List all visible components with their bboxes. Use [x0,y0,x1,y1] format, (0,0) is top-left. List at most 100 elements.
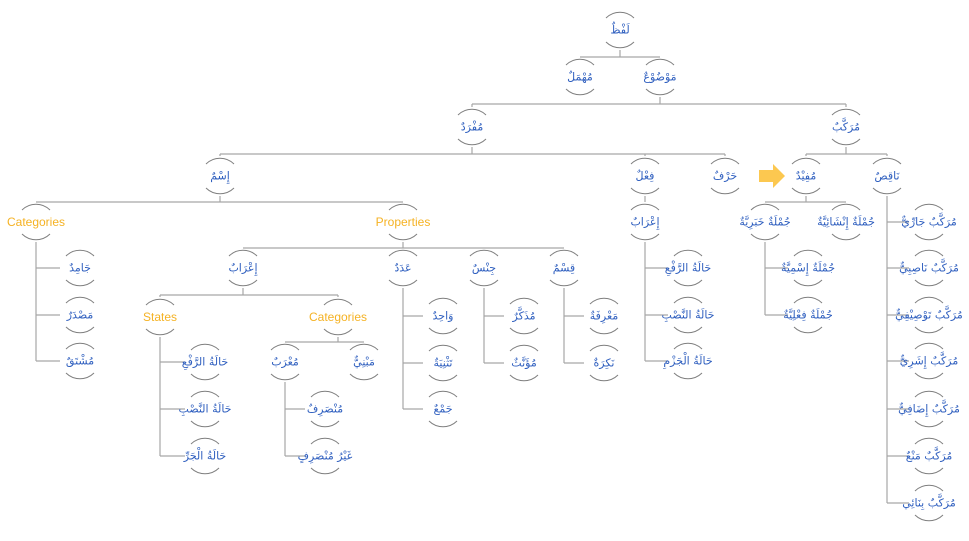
node-arc-icon [310,390,340,428]
tree-node-fil-jazm: حَالَةُ الْجَزْمِ [663,341,713,381]
node-arc-icon [872,157,902,195]
node-label: عَدَدٌ [394,261,412,275]
node-arc-icon [270,343,300,381]
tree-node-fil: فِعْلٌ [625,156,665,196]
node-label: حَالَةُ الْجَزْمِ [663,354,713,368]
tree-node-harf: حَرْفٌ [705,156,745,196]
node-label: مُنْصَرِفٌ [306,402,344,416]
node-label: مُفِيْدٌ [795,169,817,183]
node-arc-icon [645,58,675,96]
node-arc-icon [914,203,944,241]
tree-node-tathniya: تَثْنِيَةٌ [423,343,463,383]
tree-node-states: States [140,297,180,337]
node-arc-icon [630,157,660,195]
node-label: مُشْتَقٌ [65,354,95,368]
node-label: Categories [6,215,66,229]
node-arc-icon [145,298,175,336]
node-label: حَالَةُ النَّصْبِ [178,402,232,416]
node-arc-icon [673,296,703,334]
node-label: مُرَكَّبٌ إِشَرِيٌّ [899,354,959,368]
tree-node-filiyya: جُمْلَةٌ فِعْلِيَّةٌ [783,295,833,335]
tree-node-marifa: مَعْرِفَةٌ [584,296,624,336]
tree-node-masdar: مَصْدَرٌ [60,295,100,335]
node-arc-icon [914,437,944,475]
tree-node-mudhakkar: مُذَكَّرٌ [504,296,544,336]
node-arc-icon [831,108,861,146]
node-arc-icon [469,249,499,287]
tree-node-binai: مُرَكَّبٌ بِنَائِي [902,483,956,523]
tree-node-mawdu: مَوْضُوْعٌ [640,57,680,97]
node-label: حَالَةُ النَّصْبِ [661,308,715,322]
tree-node-fil-nasb: حَالَةُ النَّصْبِ [662,295,714,335]
node-label: حَالَةُ الرَّفْعِ [181,355,229,369]
tree-node-muannath: مُؤَنَّثٌ [504,343,544,383]
node-arc-icon [589,297,619,335]
node-label: Categories [308,310,368,324]
node-arc-icon [710,157,740,195]
node-arc-icon [228,249,258,287]
node-label: لَفْظٌ [610,23,630,37]
node-arc-icon [565,58,595,96]
tree-node-jam: جَمْعٌ [423,389,463,429]
node-label: مَصْدَرٌ [66,308,94,322]
node-label: جُمْلَةٌ فِعْلِيَّةٌ [783,308,833,322]
node-label: مَعْرِفَةٌ [589,309,619,323]
node-label: غَيْرُ مُنْصَرِفٍ [297,449,353,463]
node-label: جُمْلَةٌ إِسْمِيَّةٌ [780,261,836,275]
node-label: تَثْنِيَةٌ [433,356,453,370]
node-arc-icon [630,203,660,241]
highlight-arrow-icon [759,164,785,188]
node-arc-icon [914,342,944,380]
tree-node-khabariyya: جُمْلَةٌ خَبَرِيَّةٌ [739,202,791,242]
node-arc-icon [457,108,487,146]
node-arc-icon [673,249,703,287]
node-label: نَاقِصٌ [874,169,900,183]
node-arc-icon [388,203,418,241]
tree-node-jari: مُرَكَّبٌ جَارِّيٌّ [901,202,957,242]
node-arc-icon [914,296,944,334]
tree-node-munsarif: مُنْصَرِفٌ [305,389,345,429]
tree-node-wahid: وَاحِدٌ [423,296,463,336]
tree-node-ism: إِسْمٌ [200,156,240,196]
tree-node-idafi: مُرَكَّبٌ إِضَافِيٌّ [898,389,960,429]
node-label: جُمْلَةٌ إِنْشَائِيَّةٌ [817,215,875,229]
tree-node-irab-cat: Categories [309,297,367,337]
node-arc-icon [509,344,539,382]
node-label: مُرَكَّبٌ بِنَائِي [902,496,956,510]
node-arc-icon [65,249,95,287]
node-label: Properties [375,215,431,229]
node-label: مُهْمَلٌ [567,70,593,84]
tree-node-fil-irab: إِعْرَابٌ [625,202,665,242]
node-arc-icon [190,437,220,475]
tree-node-jarr: حَالَةُ الْجَرِّ [183,436,227,476]
node-label: مُعْرَبٌ [271,355,299,369]
node-label: إِسْمٌ [210,169,230,183]
node-arc-icon [190,343,220,381]
node-label: جَامِدٌ [69,261,91,275]
node-arc-icon [323,298,353,336]
tree-node-mabni: مَبْنِيٌّ [344,342,384,382]
tree-node-lafz: لَفْظٌ [600,10,640,50]
node-arc-icon [428,344,458,382]
node-arc-icon [750,203,780,241]
node-label: مُرَكَّبٌ إِضَافِيٌّ [898,402,960,416]
tree-node-mufrad: مُفْرَدٌ [452,107,492,147]
node-arc-icon [310,437,340,475]
node-arc-icon [509,297,539,335]
node-arc-icon [388,249,418,287]
node-label: إِعْرَابٌ [228,261,258,275]
node-label: مُرَكَّبٌ [832,120,860,134]
node-arc-icon [673,342,703,380]
tree-node-murab: مُعْرَبٌ [265,342,305,382]
node-label: مُرَكَّبٌ جَارِّيٌّ [901,215,957,229]
node-label: حَالَةُ الْجَرِّ [183,449,227,463]
node-arc-icon [549,249,579,287]
tree-node-murakkab: مُرَكَّبٌ [826,107,866,147]
tree-node-mushtaq: مُشْتَقٌ [60,341,100,381]
node-label: حَالَةُ الرَّفْعِ [664,261,712,275]
tree-node-mani: مُرَكَّبٌ مَنْعٌ [906,436,952,476]
node-arc-icon [914,484,944,522]
node-label: مَوْضُوْعٌ [643,70,677,84]
node-label: مُفْرَدٌ [460,120,484,134]
